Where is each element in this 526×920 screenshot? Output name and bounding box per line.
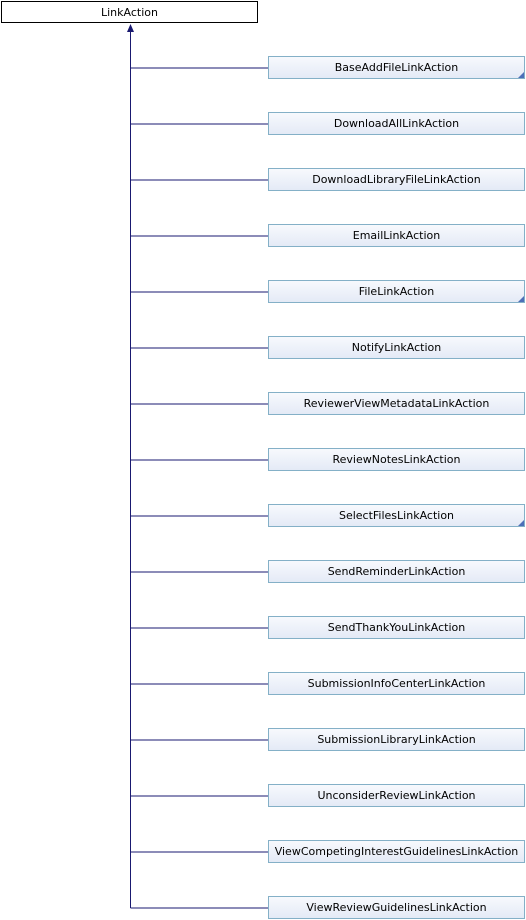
subclass-node-download-all-link-action[interactable]: DownloadAllLinkAction [268, 112, 525, 135]
subclass-label: BaseAddFileLinkAction [334, 61, 459, 74]
subclass-label: SelectFilesLinkAction [338, 509, 455, 522]
subclass-node-submission-library-link-action[interactable]: SubmissionLibraryLinkAction [268, 728, 525, 751]
subclass-label: ReviewerViewMetadataLinkAction [303, 397, 490, 410]
base-class-label: LinkAction [101, 5, 158, 19]
subclass-label: SendThankYouLinkAction [327, 621, 466, 634]
subclass-node-reviewer-view-metadata-link-action[interactable]: ReviewerViewMetadataLinkAction [268, 392, 525, 415]
subclass-node-download-library-file-link-action[interactable]: DownloadLibraryFileLinkAction [268, 168, 525, 191]
subclass-label: FileLinkAction [358, 285, 435, 298]
subclass-label: EmailLinkAction [352, 229, 441, 242]
subclass-node-submission-info-center-link-action[interactable]: SubmissionInfoCenterLinkAction [268, 672, 525, 695]
subclass-label: ReviewNotesLinkAction [332, 453, 461, 466]
subclass-label: SendReminderLinkAction [327, 565, 466, 578]
subclass-node-review-notes-link-action[interactable]: ReviewNotesLinkAction [268, 448, 525, 471]
subclass-label: NotifyLinkAction [351, 341, 442, 354]
has-subclasses-marker-icon [518, 296, 524, 302]
subclass-node-view-review-guidelines-link-action[interactable]: ViewReviewGuidelinesLinkAction [268, 896, 525, 919]
subclass-node-base-add-file-link-action[interactable]: BaseAddFileLinkAction [268, 56, 525, 79]
subclass-node-send-thank-you-link-action[interactable]: SendThankYouLinkAction [268, 616, 525, 639]
subclass-label: ViewReviewGuidelinesLinkAction [306, 901, 487, 914]
subclass-label: DownloadAllLinkAction [333, 117, 460, 130]
subclass-label: ViewCompetingInterestGuidelinesLinkActio… [274, 845, 519, 858]
subclass-node-notify-link-action[interactable]: NotifyLinkAction [268, 336, 525, 359]
subclass-node-select-files-link-action[interactable]: SelectFilesLinkAction [268, 504, 525, 527]
subclass-node-file-link-action[interactable]: FileLinkAction [268, 280, 525, 303]
subclass-node-send-reminder-link-action[interactable]: SendReminderLinkAction [268, 560, 525, 583]
has-subclasses-marker-icon [518, 72, 524, 78]
subclass-node-email-link-action[interactable]: EmailLinkAction [268, 224, 525, 247]
subclass-node-unconsider-review-link-action[interactable]: UnconsiderReviewLinkAction [268, 784, 525, 807]
base-class-node[interactable]: LinkAction [1, 1, 258, 23]
has-subclasses-marker-icon [518, 520, 524, 526]
subclass-node-view-competing-interest-guidelines-link-action[interactable]: ViewCompetingInterestGuidelinesLinkActio… [268, 840, 525, 863]
subclass-label: SubmissionInfoCenterLinkAction [307, 677, 486, 690]
subclass-label: SubmissionLibraryLinkAction [317, 733, 476, 746]
inheritance-arrowhead-icon [127, 24, 134, 32]
subclass-label: DownloadLibraryFileLinkAction [312, 173, 481, 186]
subclass-label: UnconsiderReviewLinkAction [317, 789, 476, 802]
